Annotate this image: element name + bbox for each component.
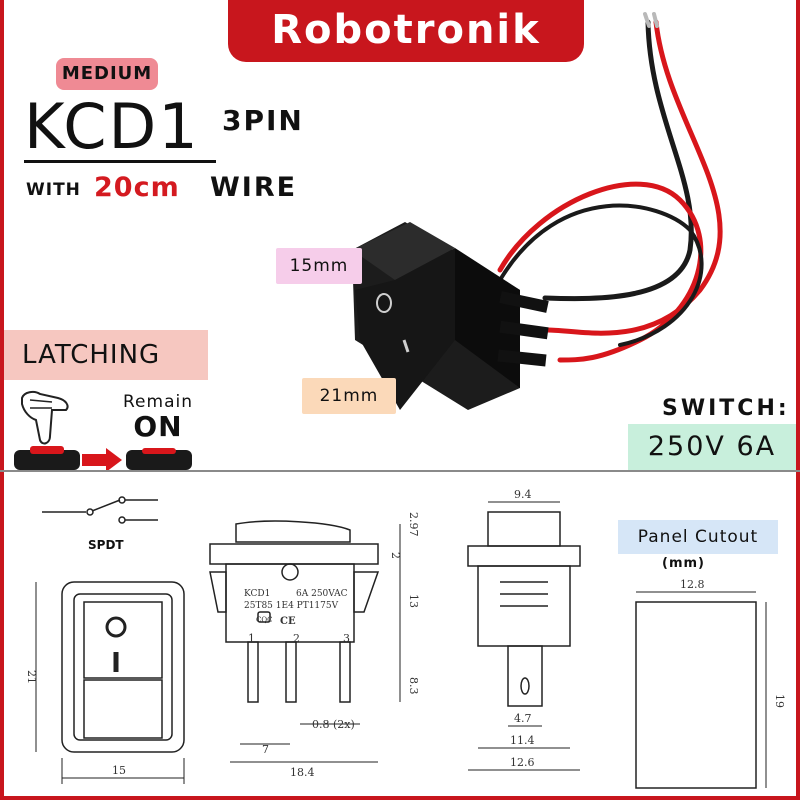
section-divider: [0, 470, 800, 472]
switch-body: [352, 222, 549, 410]
product-photo: [14, 12, 723, 470]
side-cap-text: 2: [389, 552, 402, 559]
switch-rating-value: 250V 6A: [628, 424, 796, 470]
side-pin-length-text: 8.3: [407, 677, 420, 695]
front-height-text: 21: [25, 670, 38, 684]
panel-cutout-drawing: [635, 591, 767, 789]
size-tag: MEDIUM: [56, 58, 158, 90]
button-after-icon: [126, 448, 192, 470]
front-view: [35, 581, 185, 784]
pin-1-label: 1: [248, 632, 255, 645]
front-width-text: 15: [112, 764, 126, 777]
side-total-width-text: 18.4: [290, 766, 315, 779]
end-base-width-text: 12.6: [510, 756, 535, 769]
model-underline: [24, 160, 216, 163]
pin-count: 3PIN: [222, 104, 304, 137]
height-dimension: 15mm: [276, 248, 362, 284]
hand-pointer-icon: [21, 390, 69, 445]
marking-model: KCD1: [244, 589, 270, 599]
marking-codes: 25T85 1E4 PT1175V: [244, 601, 339, 611]
panel-cutout-unit: (mm): [662, 556, 705, 571]
width-dimension: 21mm: [302, 378, 396, 414]
latching-badge: LATCHING: [4, 330, 208, 380]
pin-3-label: 3: [343, 632, 350, 645]
red-wire-1: [545, 19, 723, 336]
black-wire: [542, 19, 694, 302]
marking-rating: 6A 250VAC: [296, 589, 348, 599]
remain-label: Remain: [123, 392, 193, 412]
wire-length: 20cm: [94, 172, 180, 203]
cutout-width-text: 12.8: [680, 578, 705, 591]
red-wire-2: [497, 181, 704, 363]
side-pitch-text: 7: [262, 743, 269, 756]
end-top-width-text: 9.4: [514, 488, 532, 501]
side-view: [209, 520, 401, 763]
spdt-label: SPDT: [88, 538, 124, 552]
wire-label: WIRE: [210, 172, 298, 203]
end-view: [467, 501, 581, 771]
side-body-text: 13: [407, 594, 420, 608]
end-pin-width-text: 4.7: [514, 712, 532, 725]
arrow-right-icon: [82, 448, 122, 470]
side-top-text: 2.97: [407, 512, 420, 537]
switch-rating-label: SWITCH:: [662, 396, 790, 421]
panel-cutout-title: Panel Cutout: [618, 520, 778, 554]
model-name: KCD1: [24, 90, 200, 163]
end-body-width-text: 11.4: [510, 734, 535, 747]
marking-ce: CE: [280, 616, 296, 627]
brand-logo: Robotronik: [228, 0, 584, 62]
cutout-height-text: 19: [773, 694, 786, 708]
side-pin-thickness-text: 0.8 (2x): [312, 718, 355, 731]
spdt-schematic-icon: [42, 496, 158, 524]
marking-cqc: CQC: [256, 616, 272, 624]
with-label: WITH: [26, 180, 81, 200]
state-label: ON: [133, 410, 183, 443]
button-before-icon: [14, 446, 80, 470]
black-wire-2: [498, 203, 704, 347]
pin-2-label: 2: [293, 632, 300, 645]
technical-drawing: 21 15 2.97 2 13 8.3 7 0.8 (2x) 18.4 1 2 …: [25, 488, 786, 789]
